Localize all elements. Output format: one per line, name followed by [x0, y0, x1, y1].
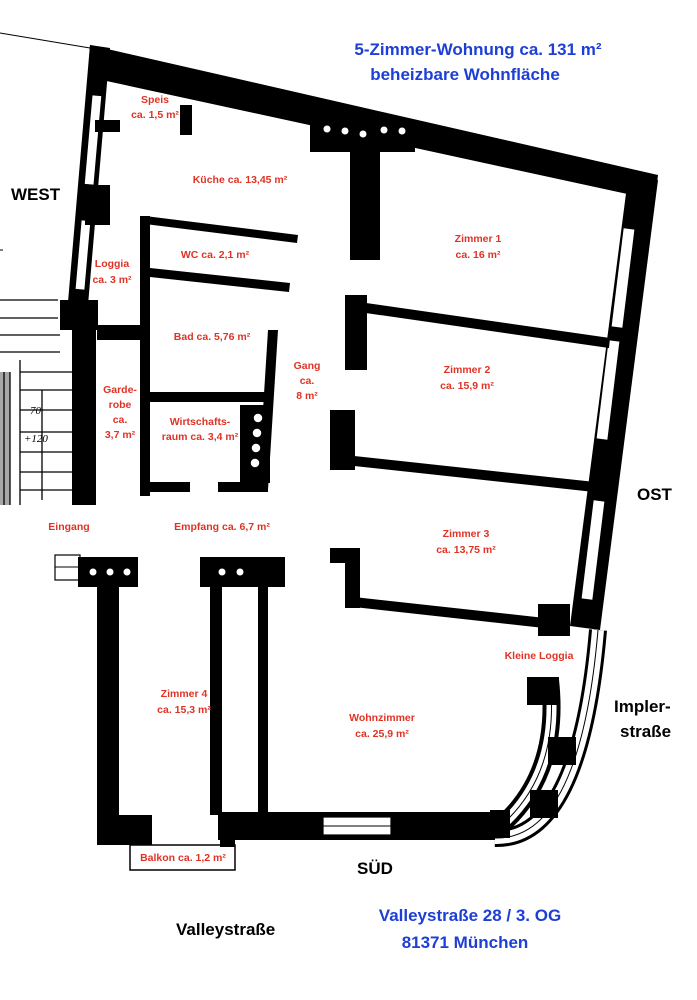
wall-zimmer3-west-3	[330, 548, 350, 563]
vent	[218, 568, 226, 576]
label-zimmer2-area: ca. 15,9 m²	[440, 380, 494, 392]
wall-wirtschaft-bottom	[150, 482, 190, 492]
direction-sued: SÜD	[357, 859, 393, 878]
label-gang-sub: ca.	[300, 375, 315, 387]
label-zimmer4-area: ca. 15,3 m²	[157, 704, 211, 716]
chimney-vent-2	[380, 126, 388, 134]
wall-zimmer4-east-2	[258, 585, 268, 815]
label-wirtschaft-1: Wirtschafts-	[170, 416, 231, 428]
vent	[123, 568, 131, 576]
stove-ring	[251, 427, 263, 439]
label-wirtschaft-2: raum ca. 3,4 m²	[162, 431, 239, 443]
label-zimmer1-area: ca. 16 m²	[456, 249, 501, 261]
wall-wirtschaft-bottom-2	[218, 482, 268, 492]
wall-south-left	[97, 815, 152, 845]
curved-pier	[548, 737, 576, 765]
wall-kleine-loggia	[538, 604, 570, 636]
wall-zimmer4-west	[97, 585, 119, 845]
wall-bad-bottom	[150, 392, 270, 402]
label-eingang: Eingang	[48, 521, 89, 533]
wall-speis-bottom	[95, 120, 120, 132]
curved-pier	[530, 790, 558, 818]
stove-ring	[252, 412, 264, 424]
label-empfang: Empfang ca. 6,7 m²	[174, 521, 270, 533]
label-zimmer4-name: Zimmer 4	[161, 688, 208, 700]
stair-mark-b: +120	[24, 433, 48, 445]
window-east-2	[595, 338, 621, 442]
wall-zimmer3-bottom	[345, 596, 545, 628]
stair-mark-a: 70	[30, 405, 42, 417]
wall-zimmer2-west	[345, 295, 367, 370]
wall-zimmer3-west	[330, 410, 355, 470]
window-east-3	[580, 498, 606, 602]
address-line-1: Valleystraße 28 / 3. OG	[379, 906, 561, 925]
street-valley: Valleystraße	[176, 920, 275, 939]
wall-balkon	[220, 835, 235, 847]
label-loggia-area: ca. 3 m²	[92, 274, 132, 286]
chimney-vent	[341, 127, 349, 135]
label-gang-area: 8 m²	[296, 390, 318, 402]
direction-west: WEST	[11, 185, 61, 204]
label-speis-area: ca. 1,5 m²	[131, 109, 179, 121]
wall-kitchen-west	[85, 185, 110, 225]
label-bad: Bad ca. 5,76 m²	[174, 331, 251, 343]
direction-ost: OST	[637, 485, 673, 504]
label-garderobe-1: Garde-	[103, 384, 137, 396]
title-line-2: beheizbare Wohnfläche	[370, 65, 560, 84]
label-wc: WC ca. 2,1 m²	[181, 249, 250, 261]
label-garderobe-2: robe	[109, 399, 132, 411]
label-kueche: Küche ca. 13,45 m²	[193, 174, 288, 186]
chimney-vent-2	[398, 127, 406, 135]
label-balkon: Balkon ca. 1,2 m²	[140, 852, 226, 864]
title-line-1: 5-Zimmer-Wohnung ca. 131 m²	[354, 40, 602, 59]
vent	[106, 568, 114, 576]
chimney-vent	[323, 125, 331, 133]
curved-pier	[490, 810, 510, 838]
street-impler-2: straße	[620, 722, 671, 741]
label-loggia-name: Loggia	[95, 258, 130, 270]
label-kleine-loggia: Kleine Loggia	[505, 650, 574, 662]
wall-east	[570, 178, 658, 630]
stove-ring	[249, 457, 261, 469]
balcony-outline	[129, 844, 236, 871]
wall-wc-bottom	[150, 268, 290, 292]
chimney-vent	[359, 130, 367, 138]
street-impler-1: Impler-	[614, 697, 671, 716]
staircase	[0, 299, 72, 505]
label-zimmer3-area: ca. 13,75 m²	[436, 544, 496, 556]
stove-ring	[250, 442, 262, 454]
vent	[236, 568, 244, 576]
wall-speis-right	[180, 105, 192, 135]
wall-loggia	[97, 325, 142, 340]
label-garderobe-4: 3,7 m²	[105, 429, 136, 441]
window-east-1	[610, 226, 636, 330]
wall-zimmer2-3	[345, 455, 595, 492]
label-gang-name: Gang	[294, 360, 321, 372]
label-zimmer2-name: Zimmer 2	[444, 364, 491, 376]
wall-zimmer4-east	[210, 585, 222, 815]
label-wohnzimmer-name: Wohnzimmer	[349, 712, 415, 724]
wall-zimmer1-west	[350, 150, 380, 260]
label-zimmer1-name: Zimmer 1	[455, 233, 502, 245]
label-wohnzimmer-area: ca. 25,9 m²	[355, 728, 409, 740]
wall-zimmer1-west-2	[370, 120, 415, 152]
address-line-2: 81371 München	[402, 933, 529, 952]
curved-pier	[527, 677, 559, 705]
vent	[89, 568, 97, 576]
label-zimmer3-name: Zimmer 3	[443, 528, 490, 540]
window-west-1	[83, 94, 103, 186]
label-garderobe-3: ca.	[113, 414, 128, 426]
label-speis-name: Speis	[141, 94, 169, 106]
wall-zimmer1-2	[345, 300, 610, 348]
wall-wc-top	[145, 216, 298, 243]
wall-west-stair-2	[72, 325, 96, 505]
wall-wc-left	[140, 216, 150, 496]
construction-line	[0, 32, 91, 49]
